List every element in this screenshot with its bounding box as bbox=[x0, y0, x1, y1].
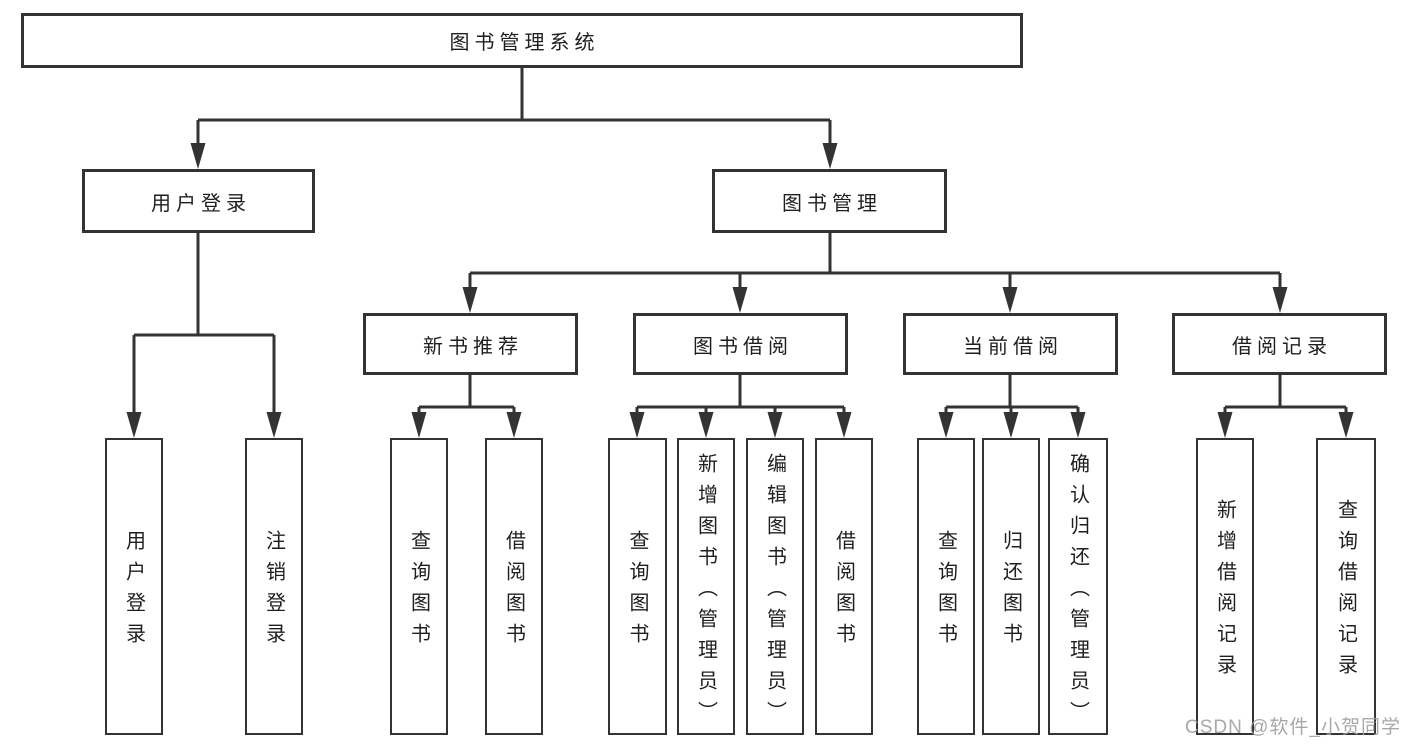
connector-root-to-level2 bbox=[190, 67, 838, 169]
csdn-watermark: CSDN @软件_小贺同学 bbox=[1185, 717, 1401, 738]
connector-user-login-to-leaves bbox=[126, 233, 282, 438]
leaf-borrow-borrow-books: 借阅图书 bbox=[815, 438, 873, 735]
leaf-user-login-label: 用户登录 bbox=[122, 530, 145, 654]
node-borrow-records: 借阅记录 bbox=[1172, 313, 1387, 375]
node-book-borrow: 图书借阅 bbox=[633, 313, 848, 375]
leaf-user-login: 用户登录 bbox=[105, 438, 163, 735]
leaf-logout-label: 注销登录 bbox=[262, 530, 285, 654]
connector-current-to-leaves bbox=[938, 375, 1086, 438]
node-book-management: 图书管理 bbox=[712, 169, 947, 233]
leaf-borrow-add-books-admin-label: 新增图书（管理员） bbox=[694, 452, 717, 732]
connector-book-management-to-level3 bbox=[462, 233, 1288, 313]
leaf-records-add-record-label: 新增借阅记录 bbox=[1213, 499, 1236, 685]
leaf-records-query-record: 查询借阅记录 bbox=[1316, 438, 1376, 735]
node-current-borrow: 当前借阅 bbox=[903, 313, 1118, 375]
leaf-current-return-books-label: 归还图书 bbox=[999, 530, 1022, 654]
leaf-records-add-record: 新增借阅记录 bbox=[1196, 438, 1254, 735]
node-new-book-recommend: 新书推荐 bbox=[363, 313, 578, 375]
leaf-borrow-borrow-books-label: 借阅图书 bbox=[832, 530, 855, 654]
leaf-current-query-books: 查询图书 bbox=[917, 438, 975, 735]
leaf-recommend-query-books: 查询图书 bbox=[390, 438, 448, 735]
leaf-current-confirm-return-admin: 确认归还（管理员） bbox=[1048, 438, 1108, 735]
leaf-current-return-books: 归还图书 bbox=[982, 438, 1040, 735]
leaf-recommend-borrow-books: 借阅图书 bbox=[485, 438, 543, 735]
leaf-records-query-record-label: 查询借阅记录 bbox=[1334, 499, 1357, 685]
leaf-borrow-query-books: 查询图书 bbox=[608, 438, 667, 735]
leaf-current-query-books-label: 查询图书 bbox=[934, 530, 957, 654]
leaf-borrow-add-books-admin: 新增图书（管理员） bbox=[677, 438, 735, 735]
leaf-borrow-edit-books-admin-label: 编辑图书（管理员） bbox=[763, 452, 786, 732]
connector-borrow-to-leaves bbox=[629, 375, 852, 438]
leaf-current-confirm-return-admin-label: 确认归还（管理员） bbox=[1066, 452, 1089, 732]
leaf-recommend-borrow-books-label: 借阅图书 bbox=[502, 530, 525, 654]
leaf-borrow-edit-books-admin: 编辑图书（管理员） bbox=[746, 438, 804, 735]
connector-recommend-to-leaves bbox=[411, 375, 522, 438]
node-root: 图书管理系统 bbox=[21, 13, 1023, 68]
connector-records-to-leaves bbox=[1217, 375, 1354, 438]
leaf-recommend-query-books-label: 查询图书 bbox=[407, 530, 430, 654]
leaf-borrow-query-books-label: 查询图书 bbox=[626, 530, 648, 654]
node-user-login: 用户登录 bbox=[82, 169, 315, 233]
leaf-logout: 注销登录 bbox=[245, 438, 303, 735]
